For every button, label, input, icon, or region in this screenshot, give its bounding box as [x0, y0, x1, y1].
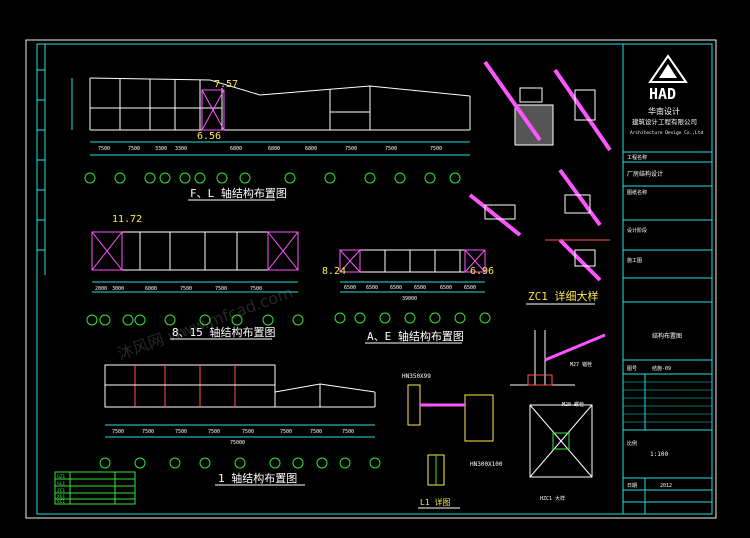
ae-elevation [339, 249, 486, 293]
svg-text:6000: 6000 [145, 286, 157, 292]
svg-text:6800: 6800 [268, 146, 280, 152]
axis1-dimensions: 7500 7500 7500 7500 7500 7500 7500 7500 … [112, 429, 354, 446]
date-label: 日期 [627, 483, 637, 489]
svg-text:7500: 7500 [180, 286, 192, 292]
svg-text:GL1: GL1 [57, 481, 65, 487]
zc1-title: ZC1 详细大样 [528, 289, 599, 303]
kb-note: HZC1 大样 [540, 495, 565, 502]
svg-text:7500: 7500 [215, 286, 227, 292]
ae-elev-left: 8.24 [322, 266, 346, 277]
schedule-table [54, 471, 136, 505]
svg-text:7500: 7500 [310, 429, 322, 435]
row3-text: 设计阶段 [627, 227, 647, 234]
svg-text:7500: 7500 [250, 286, 262, 292]
axis815-grid-bubbles [86, 314, 304, 326]
company-en: Architecture Design Co.,Ltd [630, 130, 703, 136]
detail-cluster-top [468, 60, 612, 282]
svg-text:XG1: XG1 [57, 494, 65, 500]
svg-text:7500: 7500 [280, 429, 292, 435]
svg-text:SC1: SC1 [57, 499, 65, 505]
ae-grid-bubbles [334, 312, 491, 324]
svg-text:GZ1: GZ1 [57, 474, 65, 480]
fl-dimensions: 7500 7500 3300 3300 6800 6800 6800 7500 … [98, 146, 442, 152]
outer-frame [25, 39, 717, 519]
svg-text:6500: 6500 [366, 285, 378, 291]
hn-label-2: HN300X100 [470, 461, 503, 468]
fl-grid-bubbles [84, 172, 461, 184]
svg-text:6500: 6500 [414, 285, 426, 291]
axis815-dimensions: 2000 3000 6000 7500 7500 7500 [95, 286, 262, 292]
company-cn: 华南设计 [648, 106, 680, 116]
logo-text: HAD [649, 85, 676, 103]
hn-label-1: HN350X99 [402, 373, 431, 380]
ae-dimensions: 6500 6500 6500 6500 6500 6500 39000 [344, 285, 476, 302]
axis1-title: 1 轴结构布置图 [218, 471, 297, 485]
axis815-elev-top: 11.72 [112, 214, 142, 225]
svg-text:7500: 7500 [430, 146, 442, 152]
svg-text:75000: 75000 [230, 440, 245, 446]
project-label: 工程名称 [627, 154, 647, 161]
svg-text:2000: 2000 [95, 286, 107, 292]
svg-text:ZC1: ZC1 [57, 488, 65, 494]
sheet-label: 图号 [627, 366, 637, 372]
column-base-detail [510, 330, 606, 386]
beam-connection-detail [407, 384, 494, 486]
l1-title: L1 详图 [420, 497, 450, 507]
drawing-value: 结构布置图 [652, 332, 682, 340]
svg-text:7500: 7500 [128, 146, 140, 152]
company-sub: 建筑设计工程有限公司 [632, 117, 697, 126]
axis815-elevation [91, 231, 299, 293]
fl-elevation [71, 77, 471, 156]
svg-text:6800: 6800 [305, 146, 317, 152]
drawing-label: 图纸名称 [627, 189, 647, 196]
svg-text:7500: 7500 [112, 429, 124, 435]
svg-text:7500: 7500 [142, 429, 154, 435]
scale-label: 比例 [627, 440, 637, 447]
svg-text:7500: 7500 [98, 146, 110, 152]
svg-text:6800: 6800 [230, 146, 242, 152]
ae-title: A、E 轴结构布置图 [367, 329, 464, 343]
scale-value: 1:100 [650, 451, 668, 458]
sheet-value: 结施-09 [652, 365, 671, 372]
svg-text:6500: 6500 [464, 285, 476, 291]
fl-title: F、L 轴结构布置图 [190, 186, 287, 200]
svg-text:6500: 6500 [344, 285, 356, 291]
title-block [622, 43, 713, 515]
svg-text:7500: 7500 [385, 146, 397, 152]
fl-elev-mid: 6.56 [197, 131, 221, 142]
date-value: 2012 [660, 483, 672, 489]
svg-text:7500: 7500 [345, 146, 357, 152]
row4-text: 施工图 [627, 257, 642, 264]
project-value: 厂房结构设计 [627, 170, 663, 178]
schedule-rows: GZ1 GL1 ZC1 XG1 SC1 [57, 474, 65, 505]
svg-text:7500: 7500 [342, 429, 354, 435]
svg-text:7500: 7500 [175, 429, 187, 435]
axis1-elevation [104, 364, 376, 438]
svg-text:39000: 39000 [402, 296, 417, 302]
ae-elev-right: 6.96 [470, 266, 494, 277]
binding-strip-ticks [37, 69, 45, 251]
axis815-title: 8、15 轴结构布置图 [172, 325, 276, 339]
fl-elev-top: 7.57 [214, 79, 238, 90]
svg-text:6500: 6500 [390, 285, 402, 291]
bracing-plan-detail [529, 404, 593, 478]
svg-text:7500: 7500 [208, 429, 220, 435]
svg-text:6500: 6500 [440, 285, 452, 291]
inner-frame [36, 43, 713, 515]
svg-text:7500: 7500 [242, 429, 254, 435]
watermark-text: 沐风网 www.mfcad.com [115, 283, 296, 364]
svg-text:3000: 3000 [112, 286, 124, 292]
axis1-grid-bubbles [99, 457, 381, 469]
m27-label: M27 锚栓 [570, 361, 592, 368]
svg-text:3300: 3300 [175, 146, 187, 152]
svg-text:3300: 3300 [155, 146, 167, 152]
had-logo-icon [648, 54, 688, 83]
